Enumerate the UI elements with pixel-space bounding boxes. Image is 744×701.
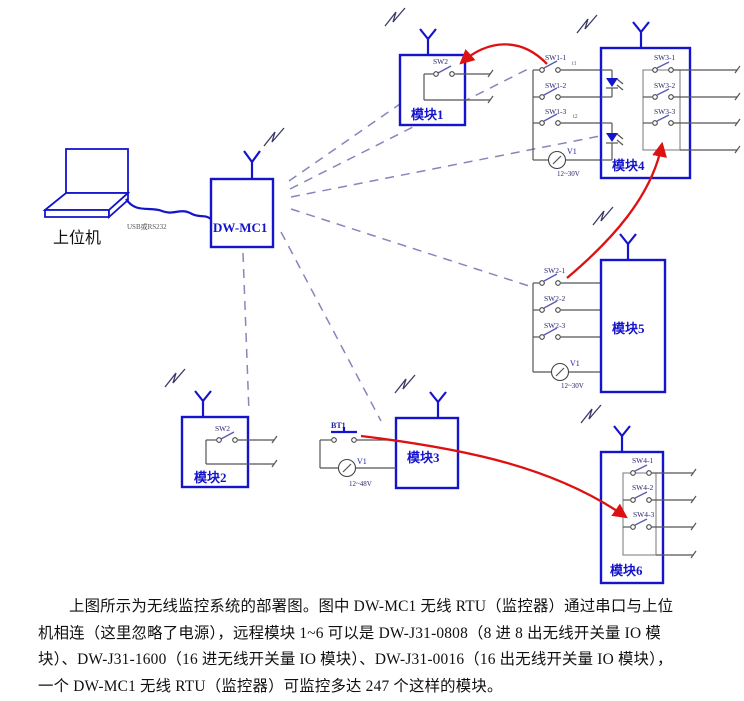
wire-mark: t1 <box>572 61 577 67</box>
wire-mark: t2 <box>573 114 578 120</box>
antenna-icon <box>419 28 437 55</box>
switch-label: SW1-3 <box>545 107 566 116</box>
pushbutton-bt1: BT1 <box>331 421 357 443</box>
switch-label: SW2-3 <box>544 321 565 330</box>
switch-label: SW3-2 <box>654 81 675 90</box>
switch-label: SW2 <box>215 424 230 433</box>
serial-cable: USB或RS232 <box>125 198 212 231</box>
voltage-range: 12~48V <box>349 480 372 488</box>
module-1: SW2 模块1 <box>398 28 494 127</box>
antenna-icon <box>429 391 447 418</box>
switch-label: SW2 <box>433 57 448 66</box>
caption-paragraph: 上图所示为无线监控系统的部署图。图中 DW-MC1 无线 RTU（监控器）通过串… <box>38 594 742 700</box>
led-indicator <box>606 70 624 97</box>
power-source-v1: V1 12~30V <box>533 359 601 390</box>
module-label: 模块4 <box>612 158 645 173</box>
switch-label: SW3-3 <box>654 107 675 116</box>
switch-label: SW1-1 <box>545 53 566 62</box>
switch-label: SW4-1 <box>632 456 653 465</box>
host-label: 上位机 <box>53 229 101 247</box>
switch-bank-2: SW2-1 SW2-2 SW2-3 V1 12~30V <box>532 266 601 390</box>
module-5: 模块5 <box>599 233 667 394</box>
arrow-sw1-1-to-module1 <box>459 43 548 65</box>
cable-label: USB或RS232 <box>127 222 167 231</box>
power-source-v1: V1 12~30V <box>533 147 601 178</box>
switch-label: SW4-3 <box>633 510 654 519</box>
antenna-icon <box>632 21 650 48</box>
source-label: V1 <box>567 147 577 156</box>
arrow-bt1-to-module6 <box>360 434 628 519</box>
arrow-sw2-1-to-module4 <box>566 141 667 279</box>
antenna-icon <box>619 233 637 260</box>
switch-label: SW1-2 <box>545 81 566 90</box>
caption-line: 上图所示为无线监控系统的部署图。图中 DW-MC1 无线 RTU（监控器）通过串… <box>69 598 674 615</box>
led-indicator <box>606 123 624 160</box>
module-3: 模块3 BT1 V1 12~48V <box>319 391 460 490</box>
host-computer: 上位机 <box>42 148 131 247</box>
switch-label: SW4-2 <box>632 483 653 492</box>
caption-line: 一个 DW-MC1 无线 RTU（监控器）可监控多达 247 个这样的模块。 <box>38 677 503 695</box>
wireless-signal-icon <box>164 7 614 424</box>
voltage-range: 12~30V <box>561 382 584 390</box>
module-label: 模块3 <box>407 450 440 465</box>
switch-label: SW3-1 <box>654 53 675 62</box>
source-label: V1 <box>357 457 367 466</box>
module-6: SW4-1 SW4-2 SW4-3 模块6 <box>599 425 697 585</box>
wireless-link-lines <box>242 67 601 422</box>
caption-line: 块）、DW-J31-1600（16 进无线开关量 IO 模块）、DW-J31-0… <box>38 651 673 669</box>
module-2: SW2 模块2 <box>180 390 278 489</box>
source-label: V1 <box>570 359 580 368</box>
module-4: SW3-1 SW3-2 SW3-3 模块4 <box>599 21 741 180</box>
switch-bank-1: SW1-1 SW1-2 SW1-3 t1 t2 V1 12~30V <box>532 53 601 178</box>
module-label: 模块6 <box>610 563 643 578</box>
module-label: 模块1 <box>411 107 444 122</box>
voltage-range: 12~30V <box>557 170 580 178</box>
switch-label: SW2-1 <box>544 266 565 275</box>
antenna-icon <box>243 150 261 179</box>
button-label: BT1 <box>331 421 346 430</box>
io-mapping-arrows <box>360 43 667 519</box>
caption-line: 机相连（这里忽略了电源），远程模块 1~6 可以是 DW-J31-0808（8 … <box>38 624 661 642</box>
controller-label: DW-MC1 <box>213 220 267 235</box>
module-label: 模块2 <box>194 470 227 485</box>
power-source-v1: V1 12~48V <box>337 457 372 488</box>
module-label: 模块5 <box>612 321 645 336</box>
antenna-icon <box>194 390 212 417</box>
antenna-icon <box>613 425 631 452</box>
switch-label: SW2-2 <box>544 294 565 303</box>
controller-dw-mc1: DW-MC1 <box>209 150 275 249</box>
